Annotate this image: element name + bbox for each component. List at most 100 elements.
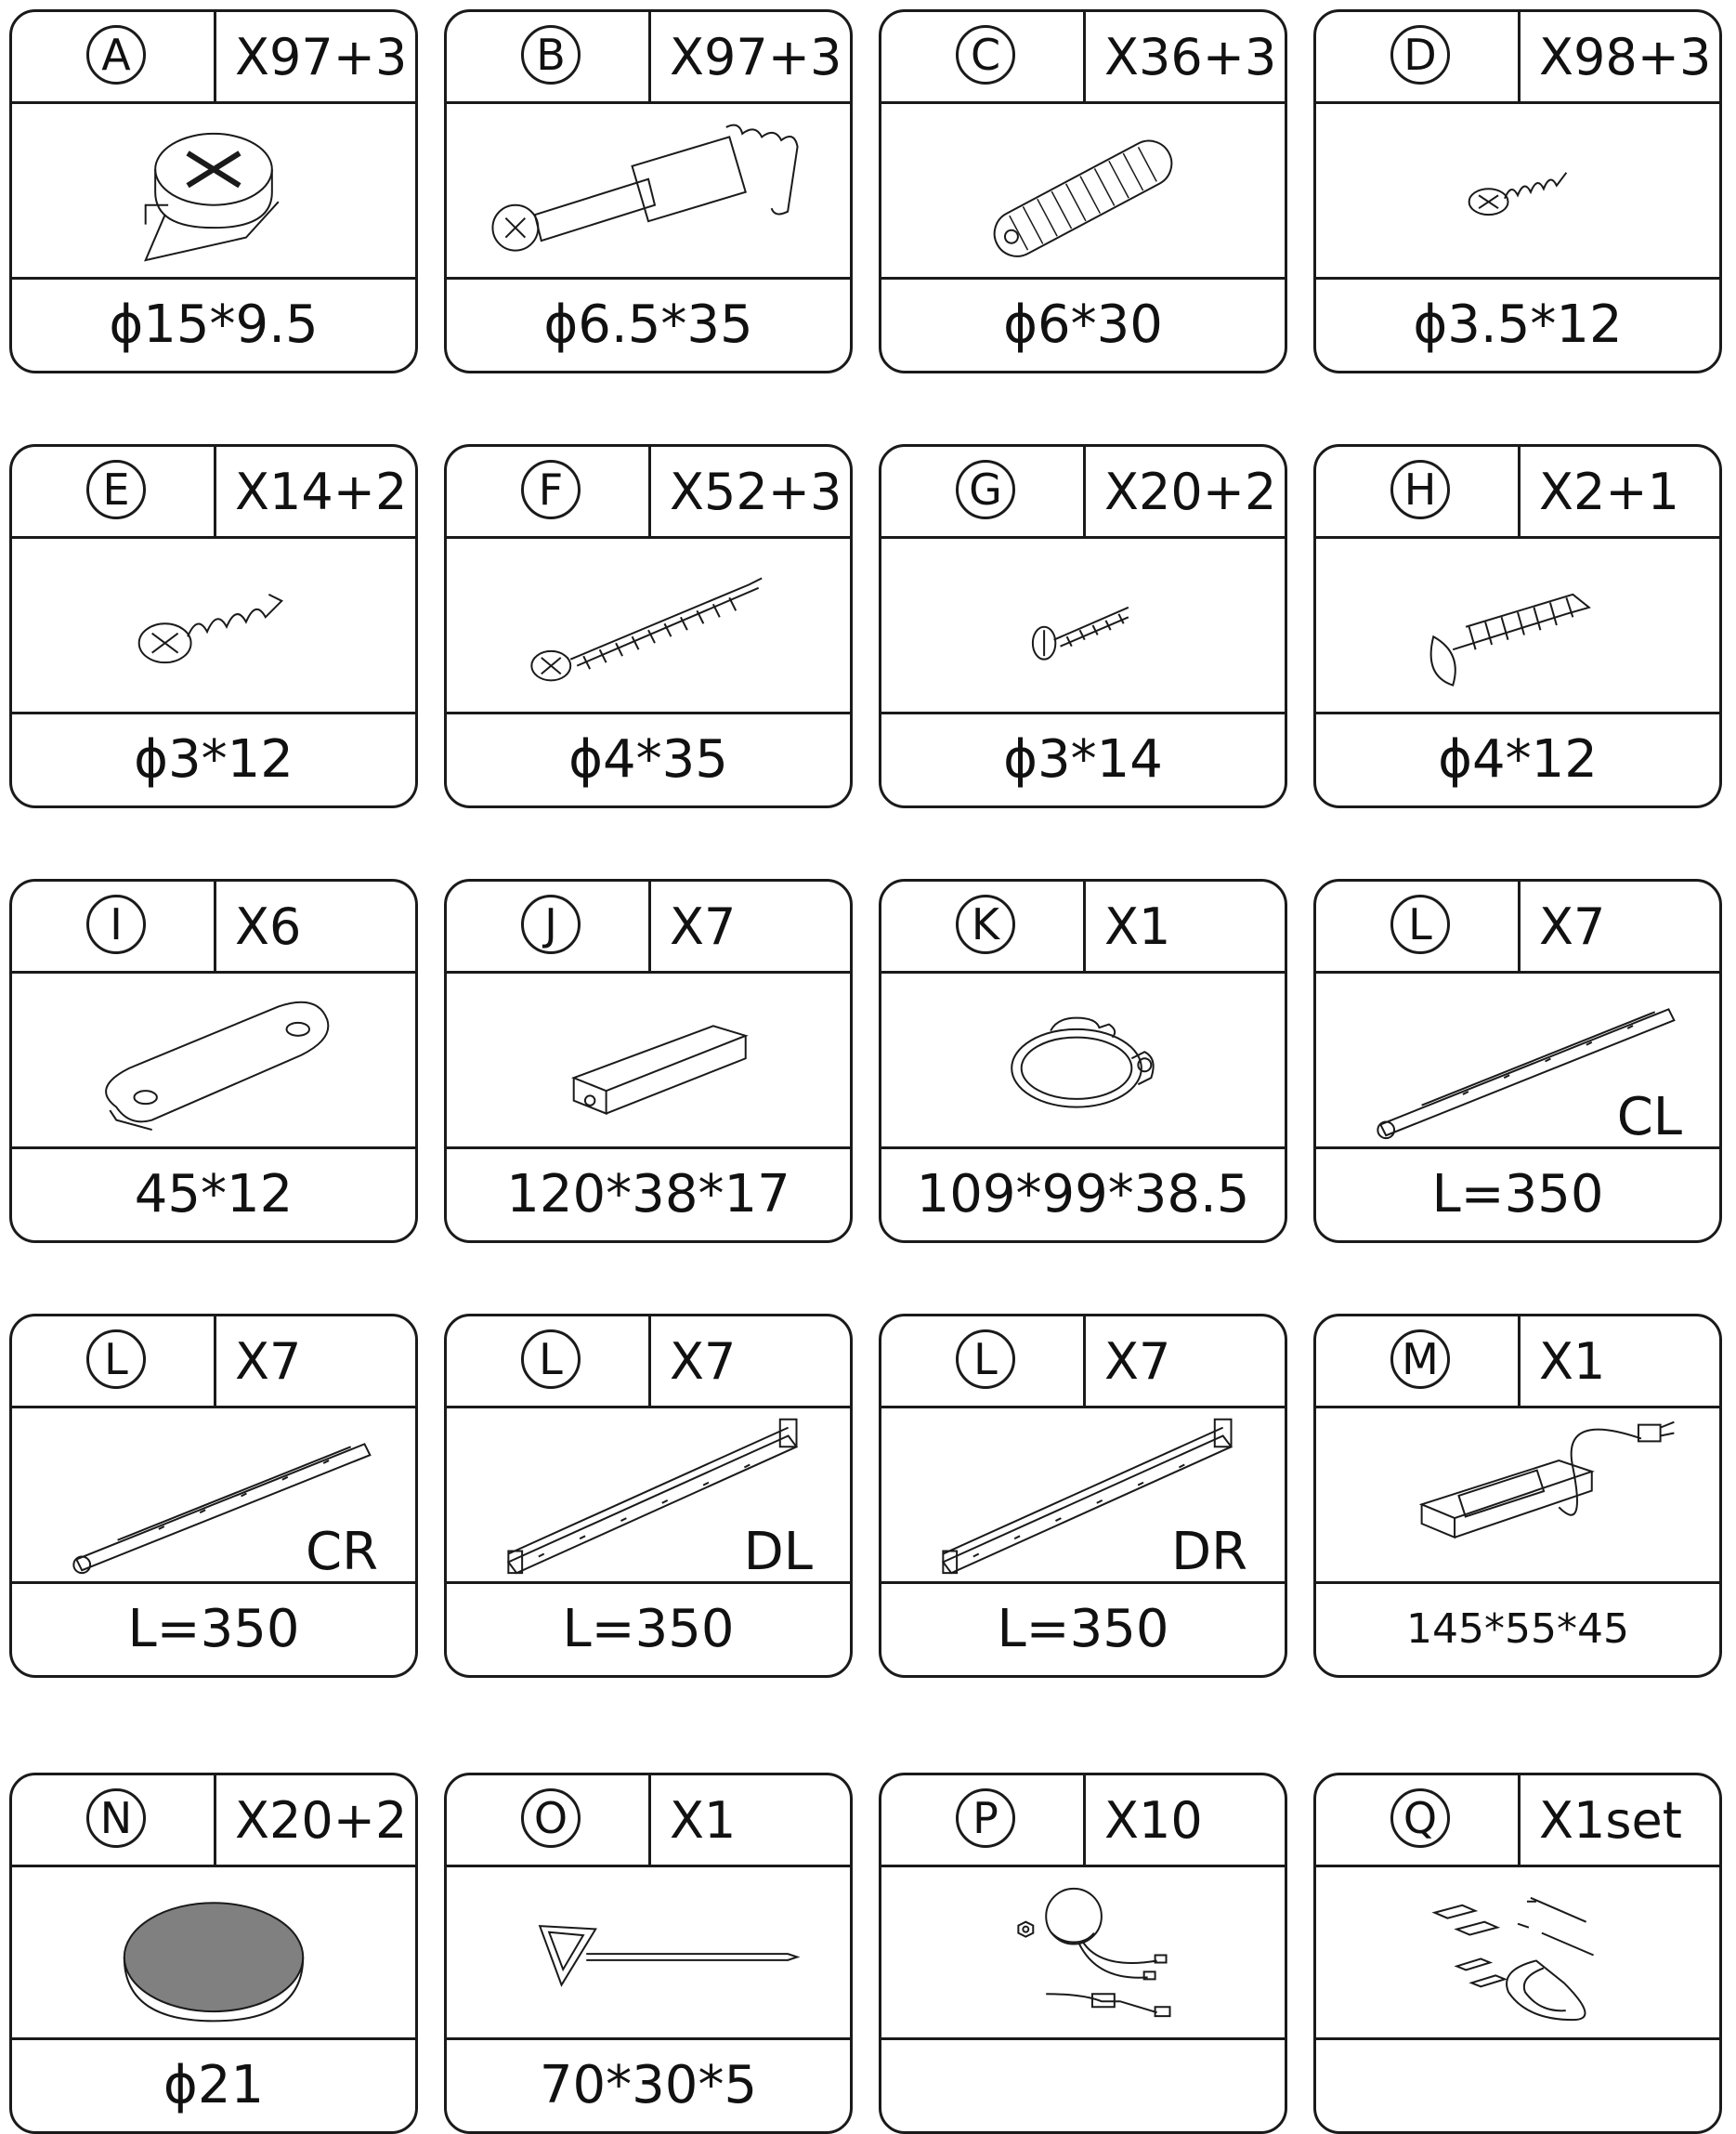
cam-lock-icon bbox=[12, 101, 415, 280]
part-footer: 109*99*38.5 bbox=[881, 1146, 1285, 1240]
part-footer: ϕ3.5*12 bbox=[1316, 277, 1719, 371]
header-divider bbox=[1083, 447, 1086, 536]
part-footer bbox=[1316, 2037, 1719, 2131]
slide-side-tag: DL bbox=[744, 1526, 813, 1578]
part-dimensions: ϕ3*14 bbox=[1003, 729, 1163, 790]
part-footer: ϕ6.5*35 bbox=[447, 277, 850, 371]
part-footer: L=350 bbox=[12, 1581, 415, 1675]
part-dimensions: ϕ6.5*35 bbox=[543, 295, 752, 355]
part-quantity: X52+3 bbox=[670, 467, 842, 517]
header-divider bbox=[648, 12, 651, 101]
part-dimensions: ϕ15*9.5 bbox=[109, 295, 318, 355]
header-divider bbox=[214, 12, 216, 101]
header-divider bbox=[1518, 447, 1521, 536]
part-quantity: X1 bbox=[1539, 1337, 1605, 1387]
part-letter: Q bbox=[1390, 1788, 1450, 1848]
part-card-o: O X1 70*30*5 bbox=[444, 1773, 853, 2134]
part-letter: L bbox=[521, 1329, 581, 1389]
part-card-q: Q X1set bbox=[1313, 1773, 1722, 2134]
wood-dowel-icon bbox=[881, 101, 1285, 280]
part-letter: L bbox=[1390, 895, 1450, 954]
cam-bolt-icon bbox=[447, 101, 850, 280]
header-divider bbox=[214, 447, 216, 536]
part-quantity: X7 bbox=[670, 1337, 736, 1387]
header-divider bbox=[1518, 1316, 1521, 1406]
ring-clamp-icon bbox=[881, 971, 1285, 1149]
part-dimensions: ϕ4*35 bbox=[568, 729, 728, 790]
part-quantity: X97+3 bbox=[235, 33, 407, 83]
part-letter: P bbox=[956, 1788, 1015, 1848]
part-letter: E bbox=[86, 460, 146, 519]
part-letter: O bbox=[521, 1788, 581, 1848]
part-card-p: P X10 bbox=[879, 1773, 1287, 2134]
part-footer: L=350 bbox=[447, 1581, 850, 1675]
part-dimensions: 45*12 bbox=[135, 1164, 294, 1224]
part-letter: M bbox=[1390, 1329, 1450, 1389]
part-dimensions: L=350 bbox=[1431, 1164, 1603, 1224]
small-screw-icon bbox=[1316, 101, 1719, 280]
part-footer: ϕ3*12 bbox=[12, 712, 415, 805]
part-quantity: X97+3 bbox=[670, 33, 842, 83]
slide-side-tag: CR bbox=[306, 1526, 378, 1578]
part-quantity: X20+2 bbox=[235, 1796, 407, 1846]
part-footer: ϕ21 bbox=[12, 2037, 415, 2131]
part-dimensions: ϕ21 bbox=[163, 2055, 264, 2115]
header-divider bbox=[1518, 12, 1521, 101]
connecting-plate-icon bbox=[12, 971, 415, 1149]
screw-icon bbox=[12, 536, 415, 714]
part-header: O X1 bbox=[447, 1775, 850, 1867]
long-screw-icon bbox=[447, 536, 850, 714]
part-quantity: X10 bbox=[1104, 1796, 1203, 1846]
power-outlet-icon bbox=[1316, 1406, 1719, 1584]
part-quantity: X7 bbox=[670, 902, 736, 952]
part-dimensions: 70*30*5 bbox=[540, 2055, 757, 2115]
part-footer: ϕ15*9.5 bbox=[12, 277, 415, 371]
part-header: A X97+3 bbox=[12, 12, 415, 104]
part-dimensions: L=350 bbox=[562, 1599, 734, 1659]
header-divider bbox=[1083, 12, 1086, 101]
header-divider bbox=[214, 1316, 216, 1406]
header-divider bbox=[648, 882, 651, 971]
part-header: LX7 bbox=[12, 1316, 415, 1408]
slide-side-tag: CL bbox=[1617, 1092, 1682, 1144]
angle-bracket-icon bbox=[447, 971, 850, 1149]
part-card-l-dl: L X7DLL=350 bbox=[444, 1314, 853, 1678]
slide-side-tag: DR bbox=[1171, 1526, 1247, 1578]
part-card-n: NX20+2ϕ21 bbox=[9, 1773, 418, 2134]
part-card-e: E X14+2 ϕ3*12 bbox=[9, 444, 418, 808]
part-quantity: X1set bbox=[1539, 1796, 1682, 1846]
part-letter: A bbox=[86, 25, 146, 85]
header-divider bbox=[1083, 882, 1086, 971]
part-footer bbox=[881, 2037, 1285, 2131]
part-quantity: X1 bbox=[670, 1796, 736, 1846]
part-letter: D bbox=[1390, 25, 1450, 85]
part-footer: 70*30*5 bbox=[447, 2037, 850, 2131]
part-card-m: M X1 145*55*45 bbox=[1313, 1314, 1722, 1678]
part-quantity: X36+3 bbox=[1104, 33, 1276, 83]
part-card-a: A X97+3 ϕ15*9.5 bbox=[9, 9, 418, 373]
part-header: LX7 bbox=[881, 1316, 1285, 1408]
part-footer: 145*55*45 bbox=[1316, 1581, 1719, 1675]
part-header: Q X1set bbox=[1316, 1775, 1719, 1867]
part-letter: C bbox=[956, 25, 1015, 85]
part-letter: H bbox=[1390, 460, 1450, 519]
washer-screw-icon bbox=[881, 536, 1285, 714]
part-dimensions: ϕ3.5*12 bbox=[1413, 295, 1622, 355]
part-dimensions: 109*99*38.5 bbox=[917, 1164, 1250, 1224]
part-footer: ϕ4*12 bbox=[1316, 712, 1719, 805]
truss-head-screw-icon bbox=[1316, 536, 1719, 714]
part-quantity: X1 bbox=[1104, 902, 1170, 952]
part-quantity: X14+2 bbox=[235, 467, 407, 517]
part-dimensions: L=350 bbox=[997, 1599, 1168, 1659]
